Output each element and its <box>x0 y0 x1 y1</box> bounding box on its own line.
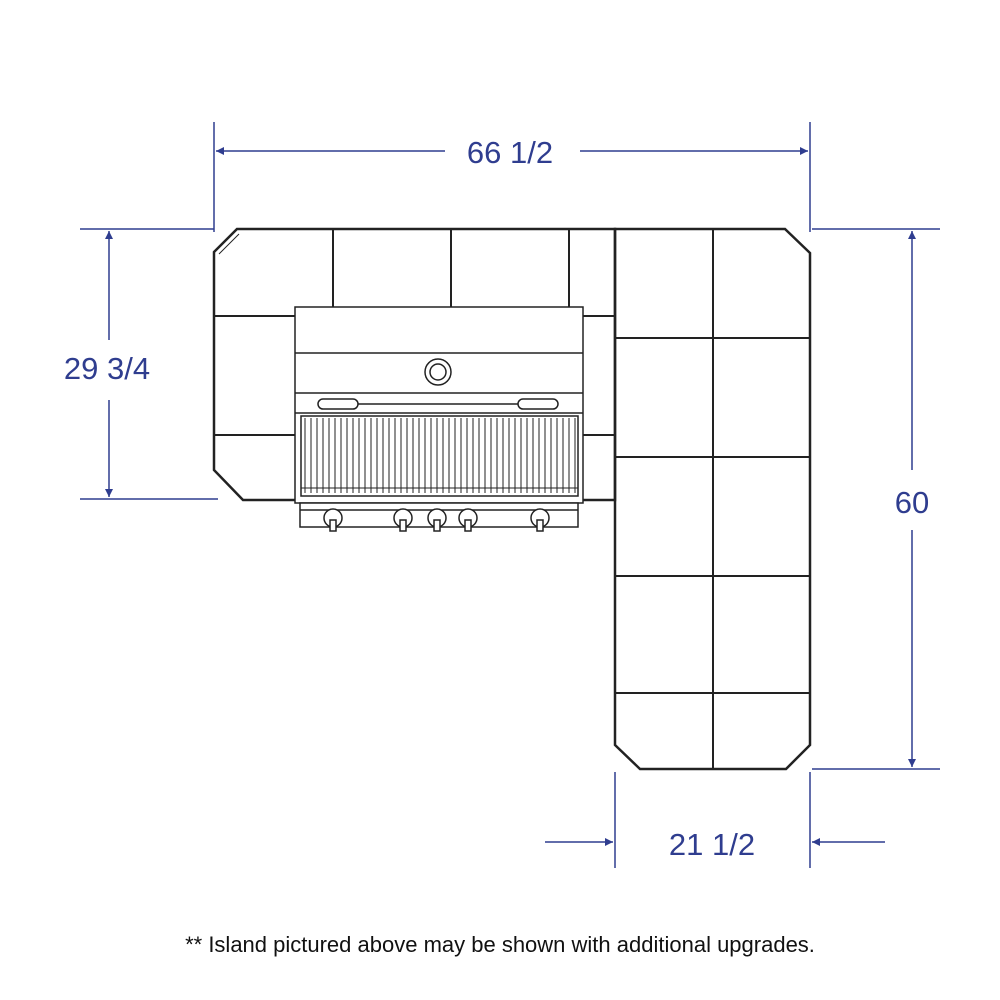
dimension-label-left-depth: 29 3/4 <box>64 351 150 386</box>
right-handle <box>517 398 559 410</box>
dimension-label-right-length: 60 <box>895 485 929 520</box>
knob-stem <box>464 519 472 532</box>
dimension-label-width: 66 1/2 <box>467 135 553 170</box>
left-handle <box>317 398 359 410</box>
dimension-label-right-depth: 21 1/2 <box>669 827 755 862</box>
knob-stem <box>536 519 544 532</box>
right-counter <box>613 227 812 771</box>
dimension-overall-width <box>213 122 811 232</box>
dimension-right-length <box>812 228 940 770</box>
knob-stem <box>433 519 441 532</box>
dimension-left-depth <box>80 228 218 500</box>
knob-stem <box>329 519 337 532</box>
dimension-right-depth <box>545 772 885 868</box>
footnote: ** Island pictured above may be shown wi… <box>185 932 815 957</box>
grill-grates <box>301 418 578 493</box>
control-knobs <box>323 508 550 532</box>
grill <box>294 306 584 532</box>
knob-stem <box>399 519 407 532</box>
lid-knob-icon <box>424 358 452 386</box>
